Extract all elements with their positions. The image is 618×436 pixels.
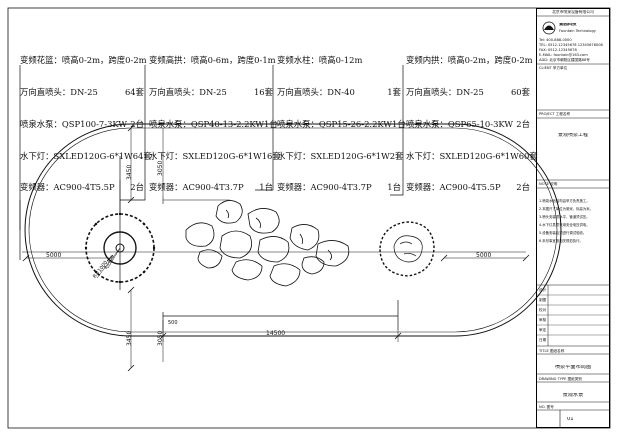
dimension-lines	[26, 128, 526, 368]
ring-nozzles	[84, 212, 156, 284]
contact-line: E-MAIL: fountain@163.com	[539, 53, 588, 57]
title-block-lines	[536, 15, 610, 411]
note-line: 3.喷头安装须水平，管道须试压。	[539, 215, 590, 219]
dim-left-width: 5000	[46, 252, 62, 259]
note-line: 1.喷泉水池结构由甲方负责施工。	[539, 199, 590, 203]
title-label: TITLE 图纸名称	[539, 349, 565, 353]
sign-row-label: 日期	[539, 338, 547, 342]
dim-bottom-height: 3450	[126, 330, 133, 346]
pool-outline-inner	[28, 127, 558, 333]
page-number: 01	[567, 417, 574, 422]
note-line: 5.设备安装后须进行调试验收。	[539, 231, 587, 235]
spec-title: 变频花篮：喷高0-2m，跨度0-2m	[20, 55, 147, 66]
dim-right-width: 5000	[476, 252, 492, 259]
note-line: 4.水下灯具须采用安全电压供电。	[539, 223, 590, 227]
right-rocks	[393, 235, 423, 263]
rockery	[185, 200, 350, 287]
radius-leader	[96, 247, 121, 279]
note-line: 6.未尽事宜按相关规范执行。	[539, 239, 583, 243]
contact-line: FAX: 0512-12345678	[539, 48, 577, 52]
dim-mid-lower: 3050	[157, 330, 164, 346]
center-jet	[115, 243, 125, 253]
pool-outline-outer	[24, 123, 562, 337]
dimension-ticks	[22, 124, 530, 372]
company-logo	[542, 21, 556, 35]
contact-line: Tel: 400-888-0000	[539, 38, 572, 42]
contact-line: TEL: 0512-12345678 12345678008	[539, 43, 603, 47]
title-block-header: 北京市喷泉设备有限公司	[552, 10, 594, 14]
right-inner-ring	[379, 221, 435, 277]
radius-leader-small	[107, 247, 121, 269]
title-block-grid	[536, 294, 610, 336]
contact-line: ADD: 北京市朝阳区建国路88号	[539, 58, 590, 62]
outer-frame	[7, 7, 611, 429]
inner-ring	[103, 231, 137, 265]
dim-bottom-length: 14500	[266, 330, 286, 337]
client-label: CLIENT 甲方单位	[539, 66, 568, 70]
dim-top-height: 3450	[126, 164, 133, 180]
sign-row-label: 设计	[539, 288, 547, 292]
sign-row-label: 制图	[539, 298, 547, 302]
company-name: 景园科技	[559, 23, 577, 27]
project-label: PROJECT 工程名称	[539, 112, 571, 116]
leader-lines	[19, 65, 404, 260]
sign-row-label: 审核	[539, 318, 547, 322]
company-name-en: Fountain Technology	[559, 29, 596, 33]
drawing-type-label: DRAWING TYPE 图纸类别	[539, 377, 582, 381]
spec-title: 变频内拱：喷高0-2m，跨度0-2m	[406, 55, 533, 66]
spec-title: 变频水柱：喷高0-12m	[277, 55, 363, 66]
spec-title: 变频高拱：喷高0-6m，跨度0-1m	[149, 55, 276, 66]
high-arch-row-top	[162, 196, 230, 204]
high-arch-row-bottom	[162, 300, 399, 330]
notes-label: NOTE 说明	[539, 182, 558, 186]
drawing-type: 景观水景	[562, 393, 584, 398]
dim-mid-upper: 3050	[157, 160, 164, 176]
drawing-no-label: NO. 图号	[539, 405, 554, 409]
project-name: 景观喷泉工程	[557, 133, 588, 138]
dim-short: 500	[168, 320, 178, 326]
sign-row-label: 校对	[539, 308, 547, 312]
title-block: 北京市喷泉设备有限公司 景园科技 Fountain Technology Tel…	[536, 8, 610, 428]
drawing-title: 喷泉平面布局图	[554, 365, 592, 370]
sign-row-label: 审定	[539, 328, 547, 332]
note-line: 2.本图尺寸单位为毫米，标高为米。	[539, 207, 594, 211]
